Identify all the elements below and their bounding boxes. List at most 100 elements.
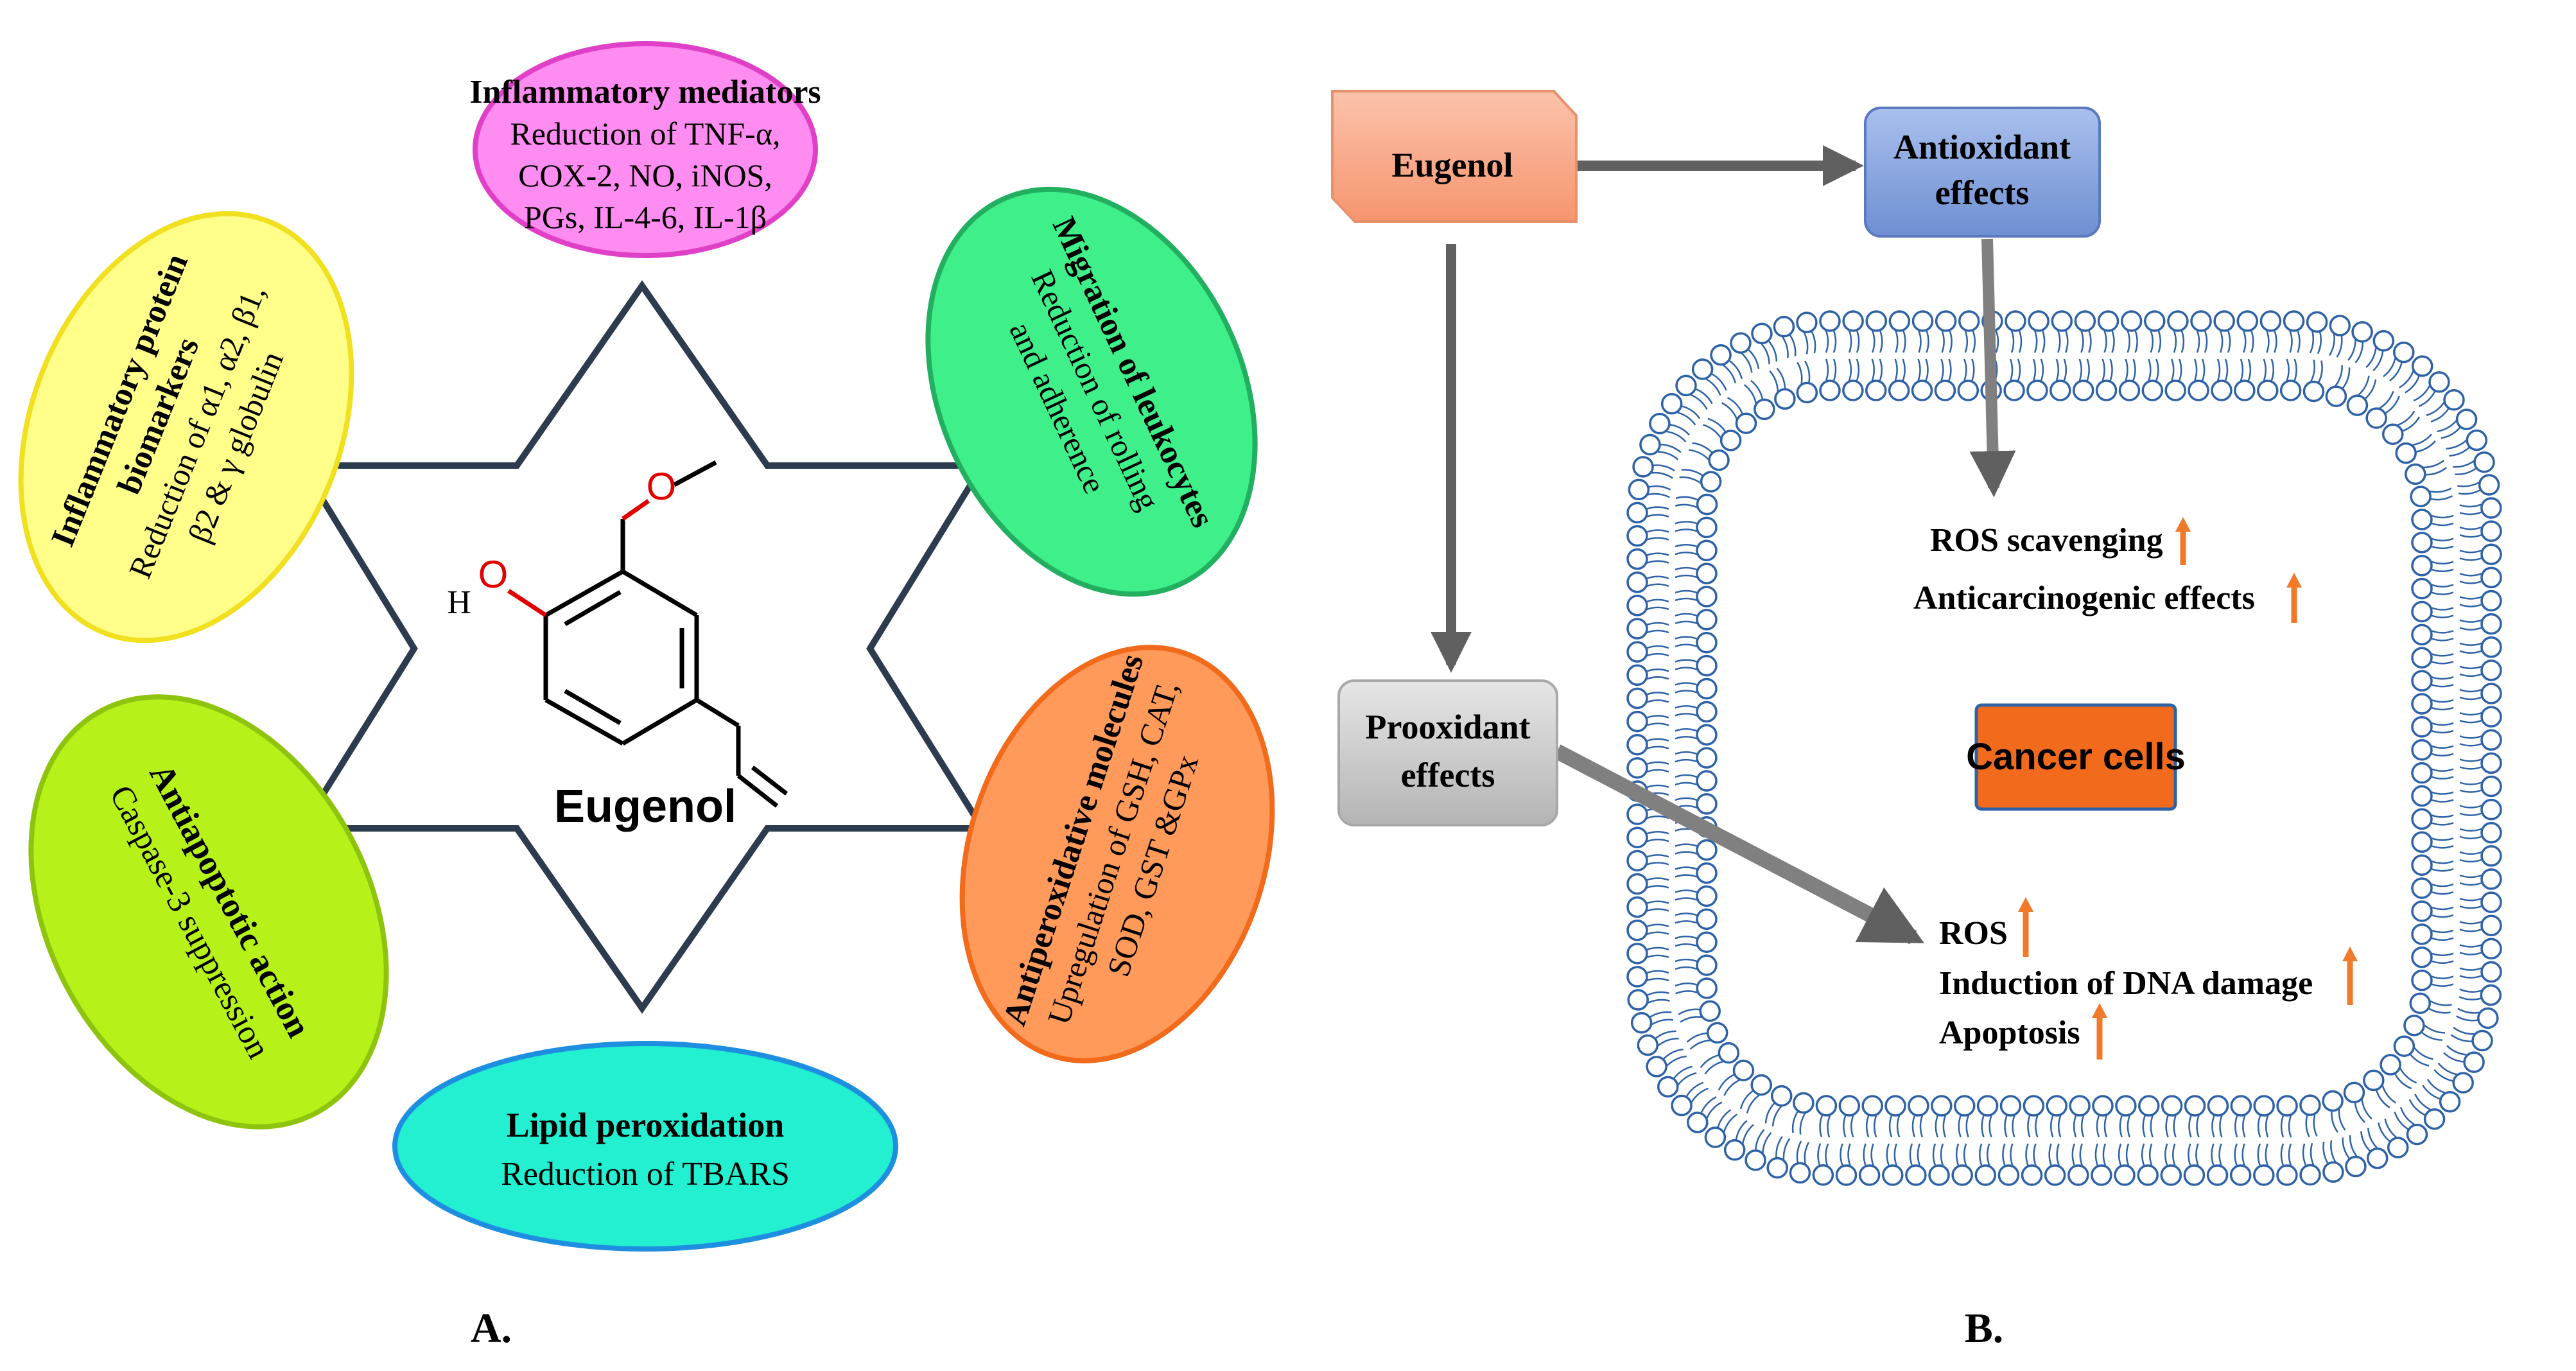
phospholipid-tail bbox=[2048, 1143, 2052, 1166]
phospholipid-head bbox=[2480, 729, 2502, 751]
phospholipid-tail bbox=[2378, 1122, 2390, 1142]
phospholipid-tail bbox=[2086, 358, 2090, 381]
phospholipid-head bbox=[2299, 1164, 2321, 1186]
phospholipid-head bbox=[2411, 647, 2433, 669]
phospholipid-tail bbox=[1675, 636, 1698, 640]
phospholipid-tail bbox=[2459, 828, 2482, 832]
phospholipid-head bbox=[1696, 862, 1718, 884]
phospholipid-tail bbox=[1879, 330, 1883, 353]
phospholipid-tail bbox=[2266, 330, 2270, 353]
phospholipid-tail bbox=[1721, 402, 1738, 419]
phospholipid-tail bbox=[2459, 650, 2482, 654]
phospholipid-tail bbox=[2431, 906, 2454, 911]
phospholipid-tail bbox=[2415, 440, 2436, 453]
phospholipid-tail bbox=[2431, 676, 2454, 680]
phospholipid-head bbox=[2411, 693, 2433, 715]
phospholipid-head bbox=[1884, 1095, 1906, 1117]
phospholipid-tail bbox=[2286, 358, 2290, 381]
phospholipid-tail bbox=[2071, 1143, 2075, 1166]
phospholipid-tail bbox=[2360, 1131, 2371, 1152]
phospholipid-head bbox=[2411, 785, 2433, 807]
phospholipid-tail bbox=[1843, 1115, 1847, 1138]
phospholipid-tail bbox=[1871, 358, 1875, 381]
phospholipid-tail bbox=[1675, 613, 1698, 617]
phospholipid-tail bbox=[2250, 330, 2254, 353]
phospholipid-tail bbox=[2431, 799, 2454, 803]
phospholipid-tail bbox=[2179, 358, 2182, 381]
phospholipid-tail bbox=[2375, 1090, 2390, 1108]
phospholipid-tail bbox=[1895, 330, 1899, 353]
phospholipid-head bbox=[2207, 1095, 2229, 1117]
phospholipid-head bbox=[2120, 310, 2143, 332]
phospholipid-tail bbox=[2459, 619, 2482, 623]
phospholipid-head bbox=[1934, 380, 1956, 401]
phospholipid-tail bbox=[2188, 1115, 2192, 1138]
phospholipid-tail bbox=[1886, 1143, 1890, 1166]
phospholipid-tail bbox=[2361, 1099, 2372, 1120]
phospholipid-head bbox=[2480, 752, 2502, 774]
phospholipid-head bbox=[2184, 1095, 2206, 1117]
phospholipid-head bbox=[1706, 1022, 1728, 1044]
phospholipid-tail bbox=[1689, 1039, 1710, 1050]
phospholipid-tail bbox=[2065, 330, 2069, 353]
phospholipid-tail bbox=[1850, 1115, 1854, 1138]
phospholipid-tail bbox=[2431, 776, 2454, 780]
phospholipid-head bbox=[2044, 1164, 2066, 1186]
phospholipid-head bbox=[2276, 1164, 2298, 1186]
phospholipid-tail bbox=[2459, 743, 2482, 747]
phospholipid-tail bbox=[2243, 330, 2247, 353]
ellipse-title: Lipid peroxidation bbox=[507, 1106, 785, 1144]
phospholipid-tail bbox=[2073, 1115, 2077, 1138]
phospholipid-tail bbox=[2399, 1106, 2415, 1126]
phospholipid-tail bbox=[2457, 482, 2480, 487]
phospholipid-head bbox=[2411, 600, 2433, 623]
phospholipid-tail bbox=[1718, 1074, 1735, 1091]
phospholipid-head bbox=[2411, 854, 2433, 876]
phospholipid-tail bbox=[2148, 358, 2152, 381]
phospholipid-head bbox=[2392, 341, 2415, 363]
phospholipid-head bbox=[1675, 374, 1697, 397]
phospholipid-head bbox=[1626, 966, 1648, 988]
phospholipid-tail bbox=[2322, 1141, 2329, 1164]
phospholipid-tail bbox=[2455, 1015, 2478, 1022]
phospholipid-tail bbox=[1677, 1072, 1697, 1086]
hydrogen-label: H bbox=[447, 584, 471, 621]
phospholipid-head bbox=[1626, 502, 1648, 524]
phospholipid-head bbox=[1935, 310, 1957, 332]
phospholipid-head bbox=[2141, 380, 2164, 401]
phospholipid-tail bbox=[2430, 1000, 2452, 1006]
phospholipid-head bbox=[2480, 520, 2502, 542]
phospholipid-tail bbox=[2433, 1069, 2453, 1082]
phospholipid-head bbox=[1958, 310, 1980, 332]
phospholipid-head bbox=[1646, 1056, 1667, 1078]
phospholipid-head bbox=[2411, 808, 2433, 830]
phospholipid-tail bbox=[1825, 1143, 1829, 1166]
phospholipid-head bbox=[2466, 429, 2488, 451]
phospholipid-tail bbox=[1728, 360, 1743, 380]
antioxidant-effects-box: Antioxidant effects bbox=[1864, 107, 2101, 238]
phospholipid-tail bbox=[2426, 402, 2445, 417]
phospholipid-tail bbox=[1666, 1055, 1687, 1067]
phospholipid-tail bbox=[2057, 330, 2061, 353]
phospholipid-tail bbox=[2459, 921, 2482, 925]
phospholipid-head bbox=[1774, 388, 1796, 410]
phospholipid-tail bbox=[2288, 1143, 2292, 1166]
phospholipid-head bbox=[2346, 394, 2369, 416]
phospholipid-tail bbox=[2193, 358, 2198, 381]
phospholipid-tail bbox=[2127, 1115, 2131, 1138]
phospholipid-head bbox=[2403, 1015, 2425, 1036]
phospholipid-tail bbox=[2242, 1115, 2246, 1138]
phospholipid-head bbox=[1699, 1000, 1721, 1022]
phospholipid-head bbox=[1696, 539, 1718, 561]
phospholipid-head bbox=[2067, 1164, 2089, 1186]
phospholipid-tail bbox=[2431, 814, 2454, 818]
phospholipid-tail bbox=[2431, 822, 2454, 826]
phospholipid-head bbox=[2051, 310, 2073, 332]
phospholipid-head bbox=[1835, 1164, 1858, 1186]
phospholipid-tail bbox=[2338, 1109, 2346, 1131]
up-arrow-icon bbox=[2286, 573, 2302, 623]
phospholipid-head bbox=[2161, 1095, 2183, 1117]
phospholipid-tail bbox=[1987, 1143, 1990, 1166]
phospholipid-head bbox=[2137, 1164, 2159, 1186]
phospholipid-head bbox=[1750, 1074, 1772, 1096]
